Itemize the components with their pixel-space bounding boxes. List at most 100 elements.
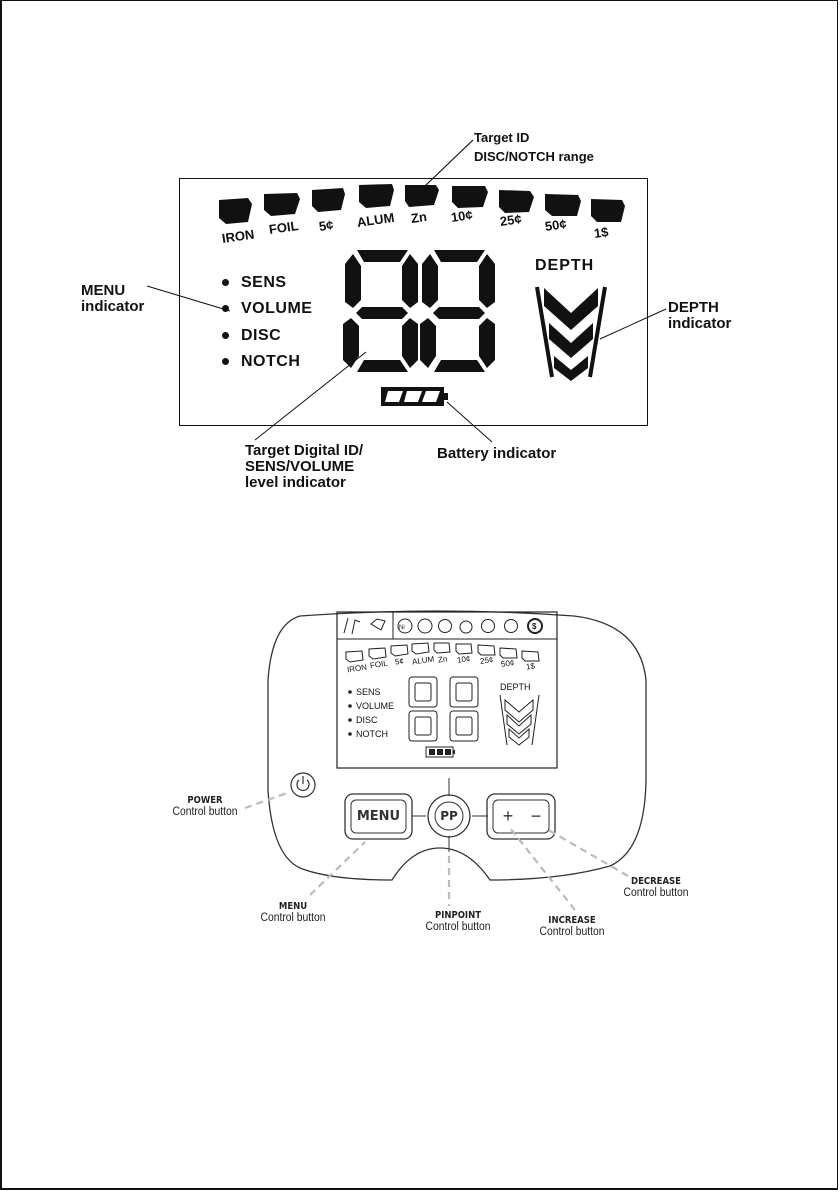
menu-indicator-callout-2: indicator [81,298,145,315]
gem-icon [370,618,386,631]
depth-indicator-callout-2: indicator [668,315,732,332]
lcd-panel [179,178,648,426]
power-icon [296,779,310,791]
mini-target-50c: 50¢ [500,658,515,669]
pinpoint-button[interactable]: PP [435,802,463,830]
mini-menu-volume: VOLUME [356,701,395,711]
digit1-seg-a [357,250,408,262]
mini-battery-icon [425,746,455,758]
control-box-outline [267,610,647,881]
depth-leader-line [599,308,667,340]
menu-label: NOTCH [241,353,301,370]
nail-icon [343,617,361,635]
cap-icon [417,618,433,634]
decrease-sub: Control button [623,887,689,899]
digital-id-callout-3: level indicator [245,474,346,491]
ni-coin-icon [397,618,413,634]
seven-segment-digits [343,250,495,372]
pp-button-inner [434,801,464,831]
mini-menu-notch: NOTCH [356,729,388,739]
silver-coin-icon-2 [504,619,518,633]
increase-title: INCREASE [548,915,596,926]
digit2-seg-b [479,254,495,308]
menu-leader-line-ctrl [309,841,366,896]
increase-sub: Control button [539,926,605,938]
target-tabs [219,139,625,224]
digit1-seg-e [343,318,359,368]
digit1-seg-g [356,307,408,319]
power-callout: POWER Control button [150,795,260,818]
pinpoint-callout: PINPOINT Control button [403,910,513,933]
power-button[interactable] [291,773,315,797]
lcd-graphics [146,250,667,443]
dot-icon [222,305,229,313]
power-sub: Control button [172,806,238,818]
battery-leader-line [446,401,493,443]
plus-minus-button-outer [486,793,556,840]
target-tab-shapes [219,184,625,224]
digit2-seg-e [420,318,436,368]
tab-alum-shape [359,184,394,208]
menu-label: SENS [241,274,287,291]
tab-50c-shape [545,194,581,216]
tab-25c-shape [499,190,534,213]
menu-label: DISC [241,327,282,344]
mini-menu-disc: DISC [356,715,378,725]
disc-notch-range-label: DISC/NOTCH range [474,149,594,164]
power-button-ring [290,772,316,798]
mini-menu-sens: SENS [356,687,381,697]
battery-callout: Battery indicator [437,445,557,462]
digit1-seg-c [402,318,418,368]
depth-chevrons [535,286,607,381]
digit2-seg-d [434,360,485,372]
mini-depth-label: DEPTH [500,682,531,692]
mini-depth-chevrons [499,694,540,746]
digit2-seg-g [433,307,485,319]
power-leader-line [244,790,291,810]
pinpoint-sub: Control button [425,921,491,933]
dot-icon [222,279,229,287]
menu-indicator-volume: VOLUME [222,300,312,318]
digit2-seg-a [434,250,485,262]
mini-target-10c: 10¢ [456,654,471,665]
tab-foil-shape [264,193,300,216]
digit1-seg-d [357,360,408,372]
mini-menu-dots [348,690,352,736]
menu-indicator-notch: NOTCH [222,353,300,371]
menu-button-inner [350,799,407,834]
digital-id-callout-2: SENS/VOLUME [245,458,355,475]
mini-target-1d: 1$ [525,661,536,672]
decrease-title: DECREASE [631,876,681,887]
mini-target-tabs [345,642,540,663]
target-id-leader-line [424,139,474,187]
menu-sub: Control button [260,912,326,924]
mini-digits [408,676,479,742]
mini-target-5c: 5¢ [394,656,405,667]
tab-10c-shape [452,186,488,208]
pp-button-outer [427,794,471,838]
power-title: POWER [187,795,223,806]
decrease-button[interactable]: − [523,800,549,833]
pinpoint-title: PINPOINT [434,910,482,921]
mini-target-25c: 25¢ [479,655,494,666]
menu-indicator-callout-1: MENU [81,282,126,299]
control-box-graphics: Ni $ [244,610,647,911]
increase-button[interactable]: + [495,800,521,833]
mini-target-zn: Zn [437,654,448,665]
tab-iron-shape [219,198,252,224]
dollar-glyph: $ [532,622,537,631]
menu-indicator-sens: SENS [222,274,287,292]
battery-icon [381,387,448,406]
digital-id-leader-line [254,351,367,441]
tab-zn-shape [405,185,439,207]
increase-callout: INCREASE Control button [517,915,627,938]
minus-icon: − [530,806,542,826]
menu-indicator-disc: DISC [222,327,281,345]
pinpoint-button-label: PP [440,809,458,823]
decrease-callout: DECREASE Control button [601,876,711,899]
menu-leader-line [146,285,231,312]
depth-label: DEPTH [535,257,595,274]
ring-icon [459,620,473,634]
digit1-seg-b [402,254,418,308]
menu-button[interactable]: MENU [351,800,406,833]
